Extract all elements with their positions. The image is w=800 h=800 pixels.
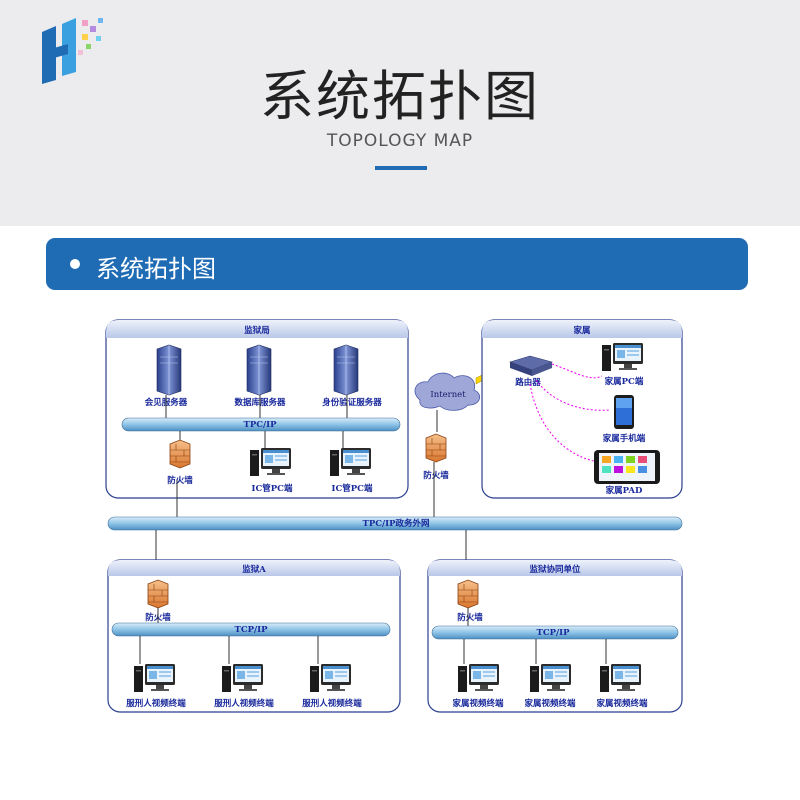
firewall-label: 防火墙 [423,470,449,481]
firewall-icon [457,579,479,609]
terminal-label: IC管PC端 [332,483,373,494]
firewall-label: 防火墙 [457,612,483,623]
family-device-label: 家属PC端 [605,376,644,387]
backbone-label: TPC/IP政务外网 [363,518,430,529]
mobile-phone-icon [614,395,634,429]
terminal-label: 家属视频终端 [452,698,504,709]
page-subtitle: TOPOLOGY MAP [326,131,474,151]
meeting-server-icon [156,344,182,396]
terminal-label: 服刑人视频终端 [214,698,274,709]
firewall-label: 防火墙 [167,475,193,486]
prison-a-network-pipe [111,622,391,637]
partner-unit-title: 监狱协同单位 [529,564,581,575]
terminal-label: IC管PC端 [252,483,293,494]
prison-bureau-title: 监狱局 [244,325,270,336]
auth-server-icon [333,344,359,396]
internet-cloud-icon [414,372,481,411]
database-server-icon [246,344,272,396]
terminal-label: 家属视频终端 [524,698,576,709]
page-title: 系统拓扑图 [260,65,540,128]
section-title: 系统拓扑图 [96,255,216,283]
terminal-label: 服刑人视频终端 [126,698,186,709]
prison-a-network-label: TCP/IP [235,625,269,635]
firewall-icon [147,579,169,609]
bureau-network-label: TPC/IP [244,420,278,430]
family-device-label: 家属PAD [606,485,643,496]
tablet-pad-icon [594,450,660,484]
partner-network-pipe [431,625,679,640]
router-label: 路由器 [515,377,541,388]
topology-diagram: 监狱局 会见服务器 数据库服务器 身份验证服务器 TPC/IP 防火墙 IC管P… [105,319,683,713]
bullet-dot-icon [70,259,80,269]
internet-label: Internet [430,390,466,400]
terminal-label: 服刑人视频终端 [302,698,362,709]
firewall-icon [169,439,191,469]
terminal-label: 家属视频终端 [596,698,648,709]
header-banner: 系统拓扑图 TOPOLOGY MAP [0,0,800,226]
section-header [46,238,748,290]
prison-a-title: 监狱A [242,564,266,575]
title-underline [375,166,427,170]
family-device-label: 家属手机端 [603,433,646,444]
partner-network-label: TCP/IP [537,628,571,638]
backbone-network-pipe [107,516,683,531]
server-label: 身份验证服务器 [321,397,382,408]
brand-logo-icon [42,18,103,84]
router-icon [509,355,553,376]
bureau-network-pipe [121,417,401,432]
firewall-icon [425,433,447,463]
family-title: 家属 [573,325,590,336]
